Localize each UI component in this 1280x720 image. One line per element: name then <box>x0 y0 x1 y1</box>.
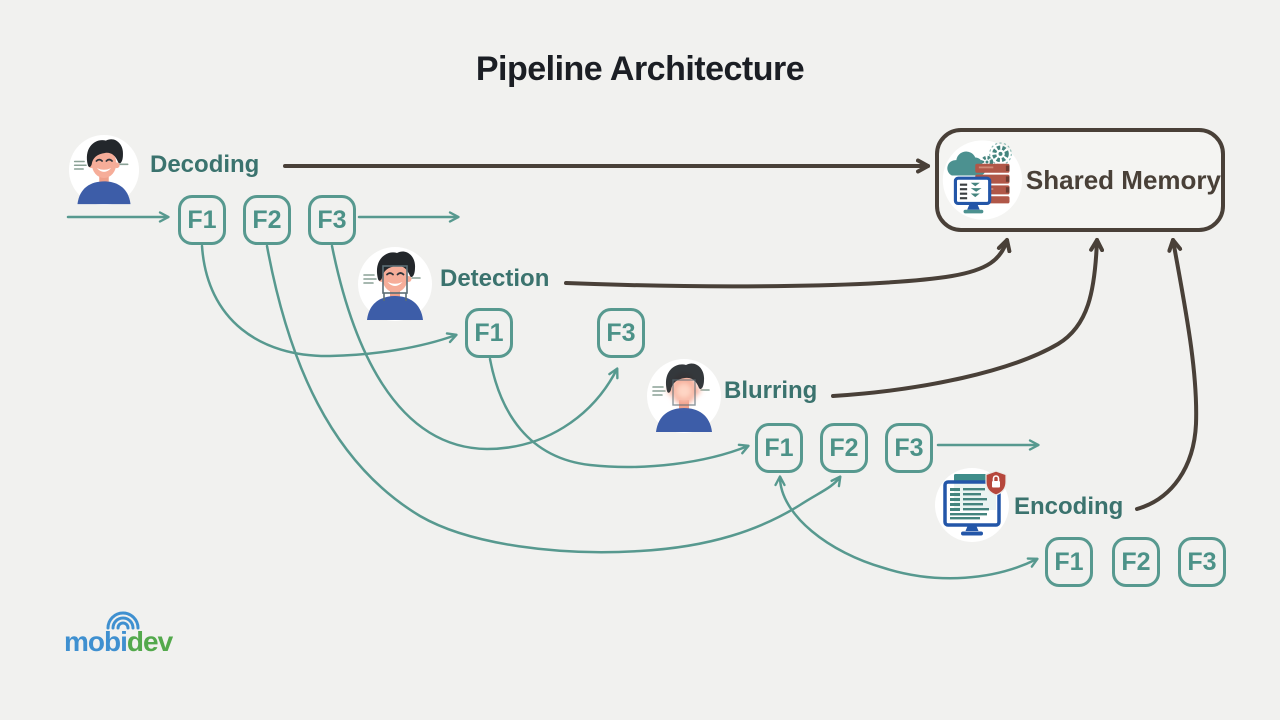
blurring-frame-f1: F1 <box>755 423 803 473</box>
encoding-frame-f2: F2 <box>1112 537 1160 587</box>
encoding-frame-f3: F3 <box>1178 537 1226 587</box>
decoding-frame-f3: F3 <box>308 195 356 245</box>
encoding-secure-monitor-icon <box>935 468 1009 542</box>
edge-decoding-f1-to-detection-f1 <box>200 244 458 358</box>
shared-memory-box: Shared Memory <box>935 128 1225 232</box>
encoding-frame-f1: F1 <box>1045 537 1093 587</box>
edge-blurring-f1-encoding-f1 <box>774 475 1039 580</box>
shared-memory-label: Shared Memory <box>1025 164 1221 195</box>
decoding-frame-f1: F1 <box>178 195 226 245</box>
decoding-frame-f2: F2 <box>243 195 291 245</box>
logo-text-dev: dev <box>126 626 173 657</box>
edge-decoding-f3-to-detection-f3 <box>330 244 619 451</box>
diagram-title: Pipeline Architecture <box>475 50 805 88</box>
face-detection-frame <box>672 379 696 406</box>
detection-person-avatar-icon <box>358 247 432 321</box>
stage-label-blurring: Blurring <box>724 377 818 404</box>
mobidev-logo: mobidev <box>64 626 173 658</box>
blurring-frame-f2: F2 <box>820 423 868 473</box>
blurring-frame-f3: F3 <box>885 423 933 473</box>
face-detection-frame <box>382 265 408 301</box>
detection-frame-f1: F1 <box>465 308 513 358</box>
stage-label-decoding: Decoding <box>150 151 260 178</box>
logo-signal-arcs-icon <box>106 611 140 630</box>
decoding-person-avatar-icon <box>68 134 140 206</box>
detection-frame-f3: F3 <box>597 308 645 358</box>
logo-text-mobi: mobi <box>64 626 128 657</box>
memory-monitor <box>953 176 992 214</box>
edge-detection-to-shared-memory <box>564 238 1012 289</box>
edge-encoding-to-shared-memory <box>1135 238 1199 511</box>
edge-detection-f1-to-blurring-f1 <box>488 357 750 469</box>
stage-label-detection: Detection <box>440 265 550 292</box>
edge-blurring-to-shared-memory <box>831 238 1105 398</box>
security-shield-lock-icon <box>985 470 1007 496</box>
cloud-server-memory-icon <box>942 140 1023 220</box>
stage-label-encoding: Encoding <box>1014 493 1124 520</box>
blurring-person-avatar-icon <box>647 359 721 433</box>
